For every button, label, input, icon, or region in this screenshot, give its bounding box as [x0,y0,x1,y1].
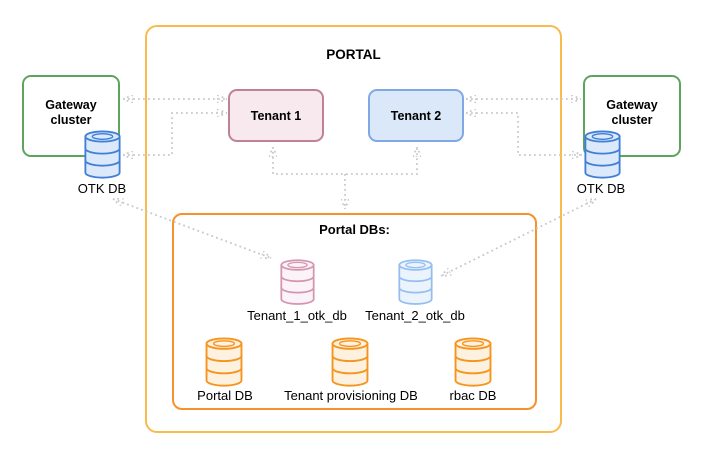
tenant-provisioning-db-label: Tenant provisioning DB [284,388,418,403]
tenant-1-node: Tenant 1 [228,89,324,142]
tenant-1-otk-db-label: Tenant_1_otk_db [247,308,347,323]
gateway-cluster-left-label: Gateway cluster [45,98,97,127]
portal-db-label: Portal DB [197,388,253,403]
database-cylinder-icon [84,130,121,179]
otk-db-right-label: OTK DB [576,181,626,196]
rbac-db-label: rbac DB [449,388,497,403]
gateway-cluster-right-label: Gateway cluster [606,98,658,127]
database-cylinder-icon [205,337,243,387]
database-cylinder-icon [454,337,492,387]
tenant-2-label: Tenant 2 [390,108,442,123]
otk-db-left-label: OTK DB [77,181,127,196]
portal-dbs-title: Portal DBs: [319,222,390,237]
database-cylinder-icon [584,130,621,179]
database-cylinder-icon [398,259,433,305]
portal-title: PORTAL [326,47,381,62]
tenant-1-label: Tenant 1 [250,108,302,123]
gateway-cluster-right-node: Gateway cluster [583,75,681,157]
tenant-2-otk-db-label: Tenant_2_otk_db [365,308,465,323]
database-cylinder-icon [331,337,369,387]
database-cylinder-icon [280,259,315,305]
tenant-2-node: Tenant 2 [368,89,464,142]
